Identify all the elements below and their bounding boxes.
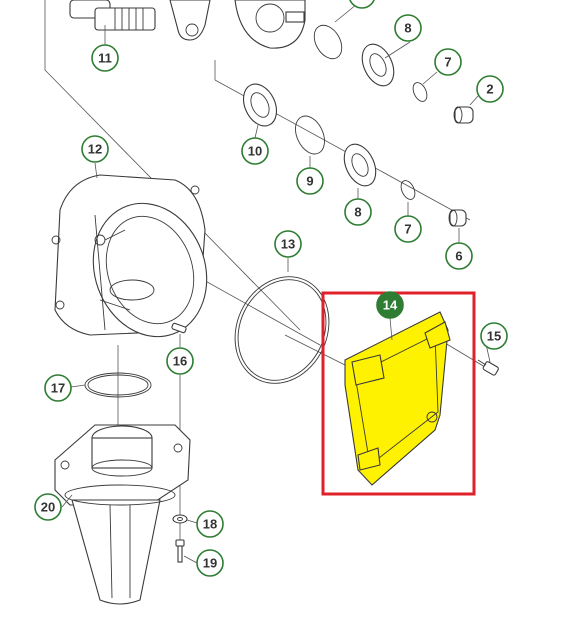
part-oring-13 <box>234 276 330 384</box>
svg-text:8: 8 <box>354 205 361 220</box>
part-shaft-11 <box>69 0 156 31</box>
part-linkage-arm <box>169 0 211 41</box>
part-cover-14 <box>344 311 451 486</box>
svg-text:2: 2 <box>486 82 493 97</box>
callout-9-mid: 9 <box>296 167 324 195</box>
callout-12: 12 <box>81 135 109 163</box>
part-circlip-7-top <box>412 82 428 102</box>
part-bolt-19 <box>175 539 185 563</box>
part-bearing-8-mid <box>343 143 377 187</box>
callout-18: 18 <box>196 510 224 538</box>
callout-10: 10 <box>241 137 269 165</box>
svg-text:15: 15 <box>487 329 501 344</box>
svg-text:8: 8 <box>404 21 411 36</box>
callout-20: 20 <box>34 493 62 521</box>
callout-13: 13 <box>274 230 302 258</box>
svg-text:19: 19 <box>203 556 217 571</box>
svg-text:20: 20 <box>41 500 55 515</box>
part-bearing-8-top <box>361 43 395 87</box>
callout-7-top: 7 <box>434 48 462 76</box>
part-washer-18 <box>172 514 188 524</box>
svg-text:7: 7 <box>444 55 451 70</box>
svg-text:14: 14 <box>383 298 398 313</box>
callout-17: 17 <box>44 374 72 402</box>
svg-text:11: 11 <box>98 51 112 66</box>
callout-11: 11 <box>91 44 119 72</box>
svg-text:10: 10 <box>248 144 262 159</box>
svg-text:16: 16 <box>173 354 187 369</box>
svg-text:17: 17 <box>51 381 65 396</box>
part-cap-2 <box>453 106 474 124</box>
svg-text:7: 7 <box>404 222 411 237</box>
callout-16: 16 <box>166 347 194 375</box>
callout-14: 14 <box>376 291 404 319</box>
svg-text:18: 18 <box>203 517 217 532</box>
callout-8-mid: 8 <box>344 198 372 226</box>
part-gear-housing-12 <box>51 174 208 338</box>
callout-15: 15 <box>480 322 508 350</box>
part-circlip-7-mid <box>400 180 416 200</box>
part-oring-13-inner <box>237 279 327 381</box>
svg-text:6: 6 <box>455 249 462 264</box>
part-lower-housing-20 <box>54 424 191 605</box>
svg-text:9: 9 <box>306 174 313 189</box>
callout-7-mid: 7 <box>394 215 422 243</box>
callout-2: 2 <box>476 75 504 103</box>
part-pin-16 <box>171 322 187 334</box>
callout-6: 6 <box>445 242 473 270</box>
callout-9-top: 9 <box>349 0 375 9</box>
part-ring-9-top <box>313 24 343 60</box>
part-bush-6 <box>448 209 467 227</box>
part-ring-9-mid <box>295 115 325 155</box>
callout-19: 19 <box>196 549 224 577</box>
svg-text:12: 12 <box>88 142 102 157</box>
part-top-housing <box>234 0 306 49</box>
part-screw-15 <box>477 359 499 376</box>
svg-text:13: 13 <box>281 237 295 252</box>
callout-8-top: 8 <box>394 14 422 42</box>
part-seal-10 <box>242 83 278 127</box>
highlight-frame <box>321 291 476 496</box>
svg-text:9: 9 <box>358 0 365 3</box>
